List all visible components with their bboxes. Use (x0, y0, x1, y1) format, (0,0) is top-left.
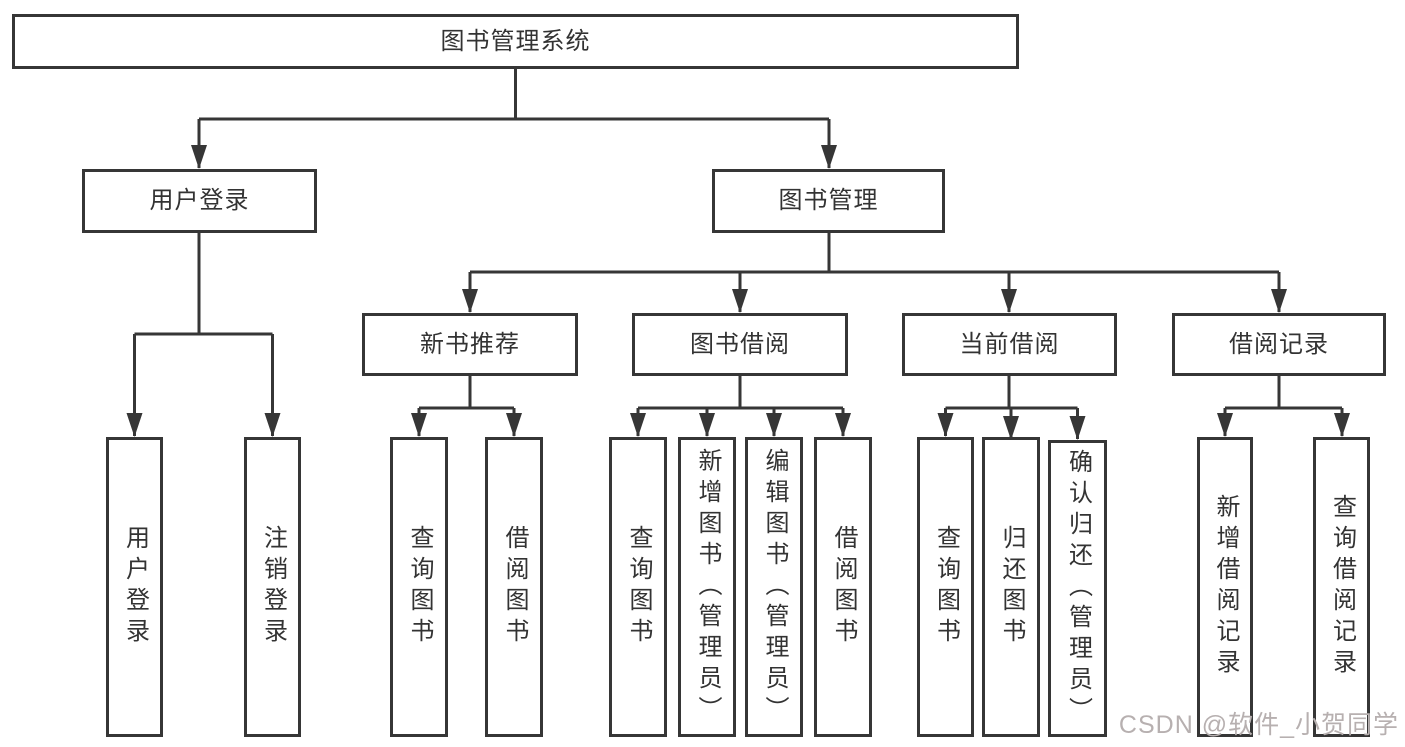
node-label: 确认归还（管理员） (1064, 449, 1092, 728)
node-label: 查询图书 (625, 525, 652, 649)
node-label: 查询图书 (932, 525, 960, 649)
node-leaf-query-books: 查询图书 (390, 437, 448, 737)
node-borrowing-records: 借阅记录 (1172, 313, 1386, 376)
node-label: 借阅图书 (830, 525, 857, 649)
node-leaf-logout: 注销登录 (244, 437, 301, 737)
node-leaf-add-books-admin: 新增图书（管理员） (678, 437, 736, 737)
node-label: 新增图书（管理员） (694, 447, 721, 727)
node-root-system: 图书管理系统 (12, 14, 1019, 69)
node-label: 新书推荐 (420, 330, 520, 358)
node-label: 查询图书 (406, 525, 433, 649)
node-leaf-add-borrow-record: 新增借阅记录 (1197, 437, 1253, 737)
node-label: 归还图书 (998, 525, 1025, 649)
node-label: 用户登录 (121, 525, 149, 649)
node-book-management-branch: 图书管理 (712, 169, 945, 233)
node-label: 借阅记录 (1229, 330, 1329, 358)
node-leaf-query-books: 查询图书 (609, 437, 667, 737)
node-label: 查询借阅记录 (1328, 494, 1356, 680)
node-leaf-query-borrow-record: 查询借阅记录 (1313, 437, 1370, 737)
node-label: 新增借阅记录 (1212, 494, 1239, 680)
node-leaf-user-login: 用户登录 (106, 437, 163, 737)
node-label: 图书借阅 (690, 330, 790, 358)
node-book-borrowing: 图书借阅 (632, 313, 848, 376)
node-label: 用户登录 (149, 187, 250, 214)
node-label: 图书管理系统 (440, 27, 591, 55)
node-label: 借阅图书 (501, 525, 528, 649)
node-new-book-recommend: 新书推荐 (362, 313, 578, 376)
node-label: 图书管理 (778, 187, 879, 214)
node-user-login-branch: 用户登录 (82, 169, 317, 233)
node-leaf-confirm-return-admin: 确认归还（管理员） (1048, 440, 1107, 737)
node-leaf-borrow-books: 借阅图书 (814, 437, 872, 737)
node-label: 注销登录 (259, 525, 287, 649)
node-current-borrowing: 当前借阅 (902, 313, 1117, 376)
node-leaf-return-books: 归还图书 (982, 437, 1040, 737)
node-leaf-query-books: 查询图书 (917, 437, 974, 737)
node-leaf-edit-books-admin: 编辑图书（管理员） (745, 437, 803, 737)
node-label: 编辑图书（管理员） (761, 447, 788, 727)
arrow-drops (126, 119, 1350, 440)
csdn-watermark: CSDN @软件_小贺同学 (1118, 711, 1399, 739)
node-leaf-borrow-books: 借阅图书 (485, 437, 543, 737)
node-label: 当前借阅 (959, 330, 1060, 358)
